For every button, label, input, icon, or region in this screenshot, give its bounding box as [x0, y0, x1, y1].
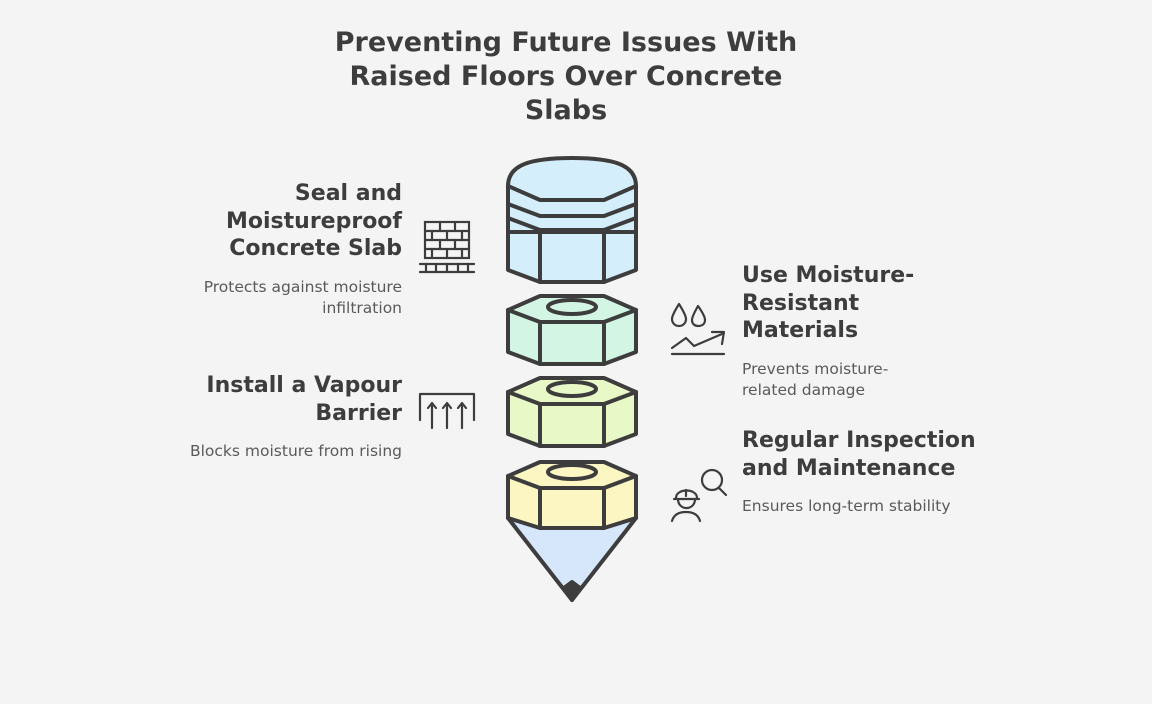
layer-inspection [506, 460, 638, 530]
diagram-title: Preventing Future Issues With Raised Flo… [334, 27, 798, 126]
step-moisture-resistant-heading: Use Moisture-Resistant Materials [742, 263, 915, 343]
step-moisture-resistant: Use Moisture-Resistant Materials Prevent… [742, 262, 942, 401]
step-seal-slab-description: Protects against moisture infiltration [203, 277, 402, 317]
step-vapour-barrier-description: Blocks moisture from rising [189, 442, 402, 460]
step-vapour-barrier: Install a Vapour Barrier Blocks moisture… [160, 372, 402, 462]
step-seal-slab-heading: Seal and Moistureproof Concrete Slab [226, 181, 402, 261]
rising-vapour-icon [418, 392, 476, 430]
step-inspection: Regular Inspection and Maintenance Ensur… [742, 427, 992, 517]
pencil-tip [506, 516, 638, 602]
step-moisture-resistant-description: Prevents moisture-related damage [742, 359, 889, 399]
step-vapour-barrier-heading: Install a Vapour Barrier [206, 373, 402, 426]
step-seal-slab: Seal and Moistureproof Concrete Slab Pro… [150, 180, 402, 319]
step-inspection-heading: Regular Inspection and Maintenance [742, 428, 976, 481]
brick-wall-icon [418, 220, 476, 274]
inspector-magnifier-icon [670, 468, 728, 523]
layer-vapour-barrier [506, 376, 638, 448]
step-inspection-description: Ensures long-term stability [742, 497, 951, 515]
layer-moisture-resistant [506, 294, 638, 366]
layer-seal-slab [506, 156, 638, 284]
water-drops-trend-icon [670, 302, 726, 356]
